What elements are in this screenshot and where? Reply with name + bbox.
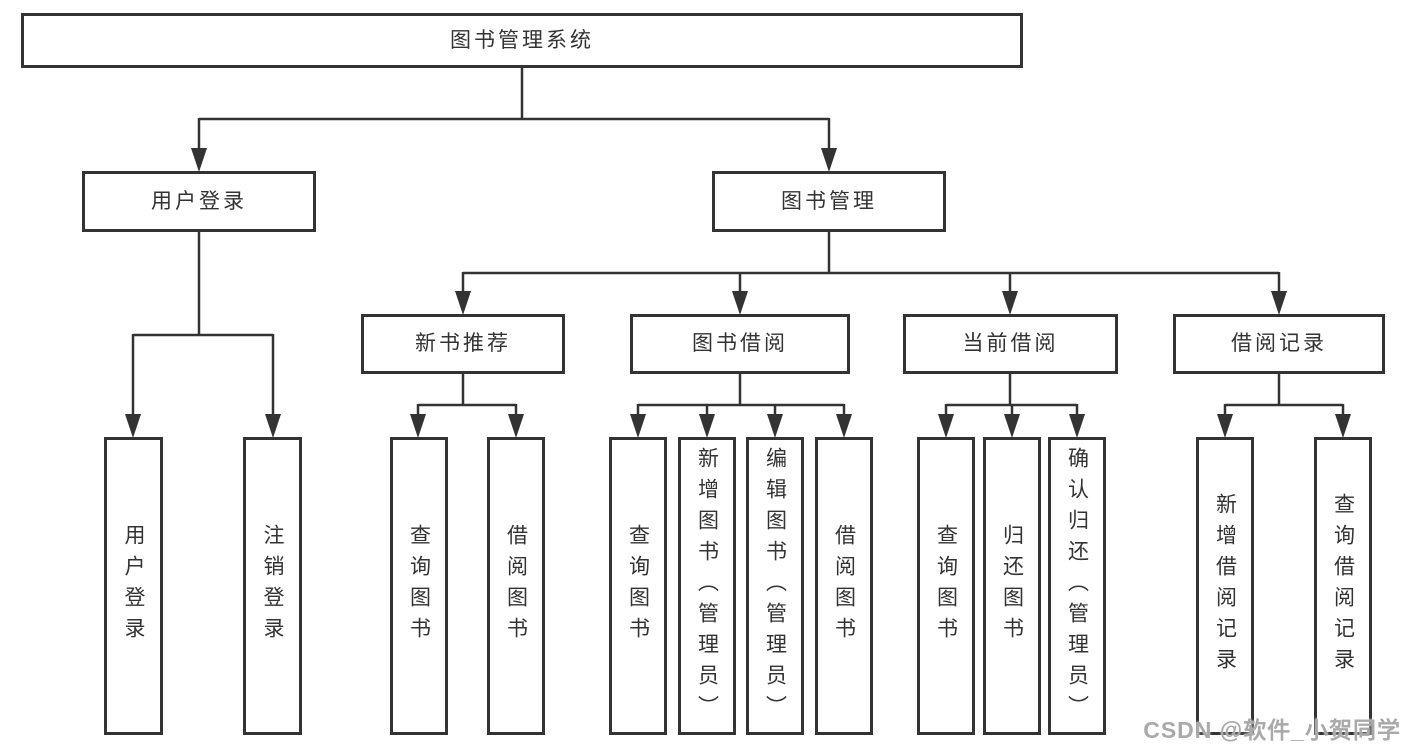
arrow-down-icon [265,414,281,438]
arrow-down-icon [410,414,426,438]
node-borrow-records: 借阅记录 [1173,314,1385,374]
arrow-down-icon [699,414,715,438]
arrow-down-icon [1217,414,1233,438]
node-user-login: 用户登录 [82,171,316,232]
arrow-down-icon [191,148,207,172]
leaf-current-query-book: 查询图书 [917,437,975,735]
arrow-down-icon [508,414,524,438]
node-root-system: 图书管理系统 [21,13,1023,68]
arrow-down-icon [767,414,783,438]
arrow-down-icon [821,148,837,172]
arrow-down-icon [836,414,852,438]
csdn-watermark: CSDN @软件_小贺同学 [1143,717,1401,743]
arrow-down-icon [1002,291,1018,315]
leaf-current-return-book: 归还图书 [983,437,1041,735]
arrow-down-icon [1069,414,1085,438]
leaf-borrowing-query-book: 查询图书 [609,437,667,735]
leaf-records-query-borrow-record: 查询借阅记录 [1314,437,1372,735]
arrow-down-icon [938,414,954,438]
arrow-down-icon [455,291,471,315]
arrow-down-icon [630,414,646,438]
leaf-current-confirm-return-admin: 确认归还（管理员） [1048,437,1106,735]
node-book-management: 图书管理 [712,171,946,232]
node-book-borrowing: 图书借阅 [630,314,850,374]
leaf-recommend-borrow-book: 借阅图书 [487,437,545,735]
node-new-book-recommend: 新书推荐 [361,314,565,374]
arrow-down-icon [1271,291,1287,315]
arrow-down-icon [1335,414,1351,438]
leaf-borrowing-borrow-book: 借阅图书 [815,437,873,735]
leaf-records-add-borrow-record: 新增借阅记录 [1196,437,1254,735]
arrow-down-icon [125,414,141,438]
leaf-logout: 注销登录 [243,437,302,735]
node-current-borrowing: 当前借阅 [903,314,1118,374]
leaf-user-login: 用户登录 [104,437,163,735]
leaf-borrowing-edit-book-admin: 编辑图书（管理员） [746,437,804,735]
leaf-borrowing-add-book-admin: 新增图书（管理员） [678,437,736,735]
leaf-recommend-query-book: 查询图书 [390,437,448,735]
arrow-down-icon [732,291,748,315]
arrow-down-icon [1004,414,1020,438]
